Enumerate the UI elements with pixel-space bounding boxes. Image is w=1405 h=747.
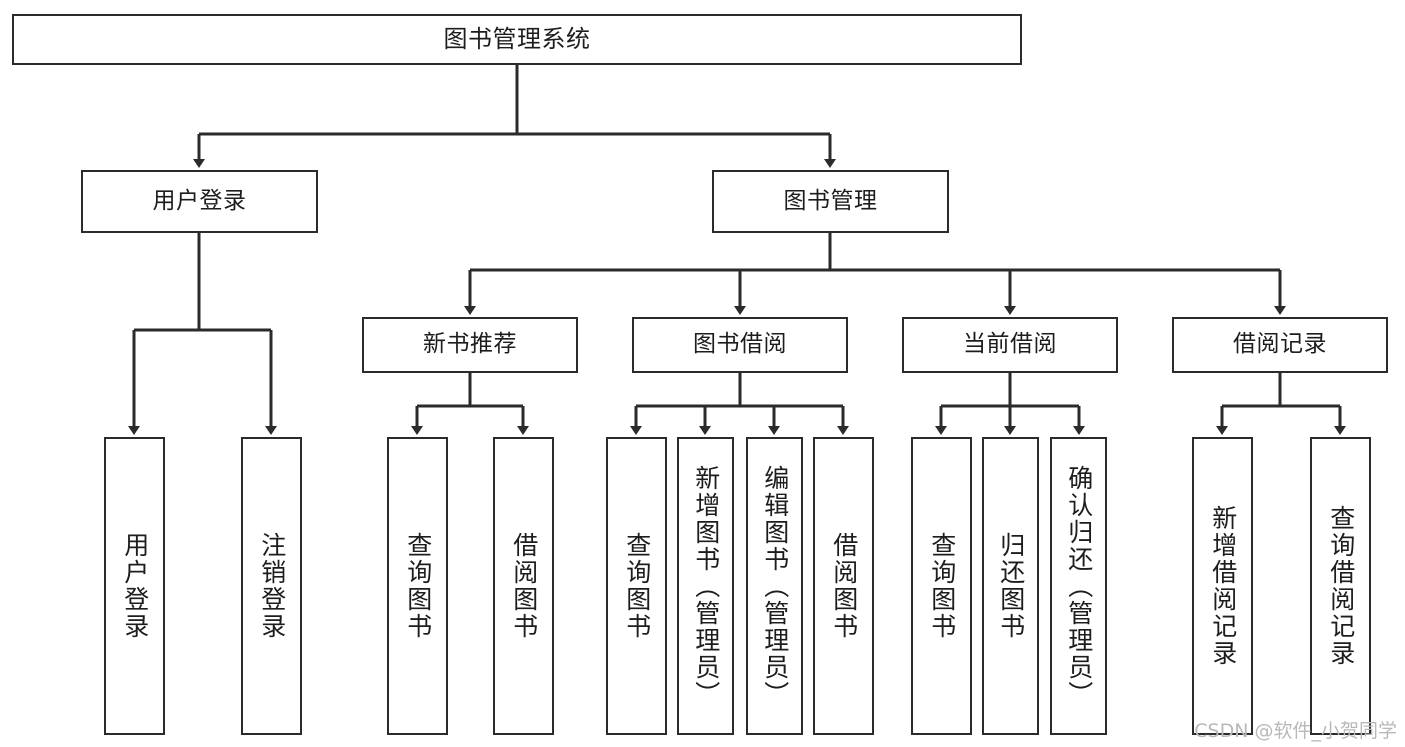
leaf-borrow-add-label: 新增图书（管理员） [691, 464, 721, 708]
leaf-user-login[interactable]: 用户登录 [104, 437, 165, 735]
leaf-newbook-query-label: 查询图书 [403, 532, 433, 640]
leaf-user-logout-label: 注销登录 [257, 532, 287, 640]
node-borrow-records-label: 借阅记录 [1233, 331, 1327, 358]
leaf-borrow-query[interactable]: 查询图书 [606, 437, 667, 735]
leaf-current-query[interactable]: 查询图书 [911, 437, 972, 735]
leaf-records-add[interactable]: 新增借阅记录 [1192, 437, 1253, 735]
node-user-login[interactable]: 用户登录 [81, 170, 318, 233]
leaf-borrow-edit-label: 编辑图书（管理员） [760, 464, 790, 708]
node-user-login-label: 用户登录 [152, 187, 247, 214]
node-book-management[interactable]: 图书管理 [712, 170, 949, 233]
leaf-records-add-label: 新增借阅记录 [1208, 505, 1238, 667]
leaf-current-confirm[interactable]: 确认归还（管理员） [1050, 437, 1107, 735]
leaf-user-login-label: 用户登录 [120, 532, 150, 640]
leaf-newbook-borrow[interactable]: 借阅图书 [493, 437, 554, 735]
leaf-current-confirm-label: 确认归还（管理员） [1064, 464, 1094, 708]
node-book-borrow-label: 图书借阅 [693, 331, 787, 358]
node-current-borrow-label: 当前借阅 [963, 331, 1057, 358]
leaf-borrow-borrow[interactable]: 借阅图书 [813, 437, 874, 735]
watermark: CSDN @软件_小贺同学 [1194, 720, 1397, 742]
node-root-label: 图书管理系统 [443, 25, 591, 54]
node-root[interactable]: 图书管理系统 [12, 14, 1022, 65]
leaf-newbook-query[interactable]: 查询图书 [387, 437, 448, 735]
node-borrow-records[interactable]: 借阅记录 [1172, 317, 1388, 373]
leaf-borrow-query-label: 查询图书 [622, 532, 652, 640]
leaf-current-return-label: 归还图书 [996, 532, 1026, 640]
leaf-user-logout[interactable]: 注销登录 [241, 437, 302, 735]
leaf-newbook-borrow-label: 借阅图书 [509, 532, 539, 640]
node-book-management-label: 图书管理 [783, 187, 878, 214]
node-new-book-recommend[interactable]: 新书推荐 [362, 317, 578, 373]
node-new-book-recommend-label: 新书推荐 [423, 331, 517, 358]
leaf-records-query[interactable]: 查询借阅记录 [1310, 437, 1371, 735]
leaf-records-query-label: 查询借阅记录 [1326, 505, 1356, 667]
leaf-borrow-borrow-label: 借阅图书 [829, 532, 859, 640]
leaf-current-return[interactable]: 归还图书 [982, 437, 1039, 735]
node-book-borrow[interactable]: 图书借阅 [632, 317, 848, 373]
leaf-current-query-label: 查询图书 [927, 532, 957, 640]
leaf-borrow-edit[interactable]: 编辑图书（管理员） [746, 437, 803, 735]
leaf-borrow-add[interactable]: 新增图书（管理员） [677, 437, 734, 735]
node-current-borrow[interactable]: 当前借阅 [902, 317, 1118, 373]
